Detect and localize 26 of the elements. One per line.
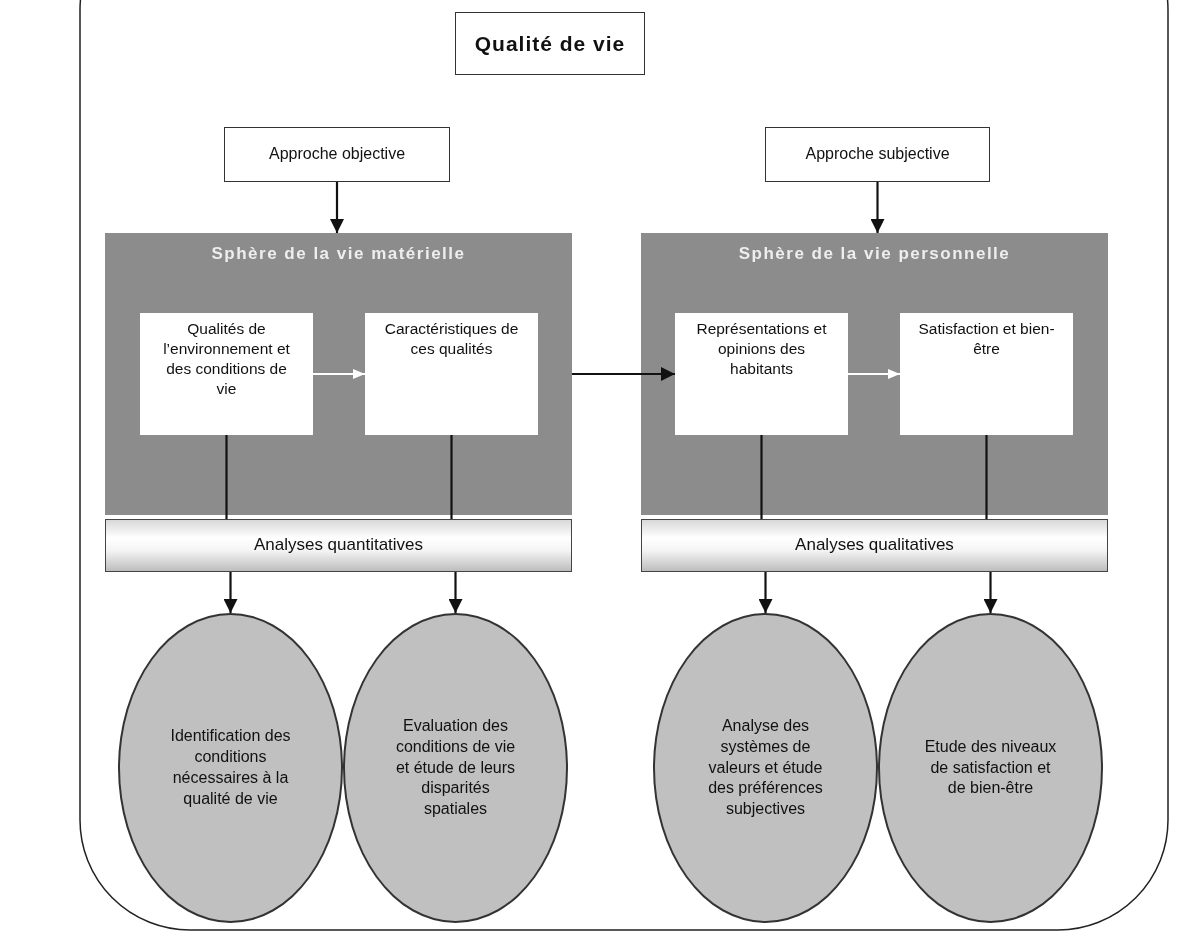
arrow [330, 182, 344, 233]
outcome-ellipse: Identification des conditions nécessaires à la qualité de vie [118, 613, 343, 923]
arrow [848, 369, 900, 379]
sphere-panel [105, 233, 572, 515]
approach-box: Approche subjective [765, 127, 990, 182]
sphere-heading: Sphère de la vie matérielle [211, 243, 466, 265]
process-box: Qualités de l’environnement et des conditions de vie [140, 313, 313, 435]
arrow [983, 572, 998, 613]
outcome-ellipse: Etude des niveaux de satisfaction et de bien-être [878, 613, 1103, 923]
sphere-heading: Sphère de la vie personnelle [738, 243, 1011, 265]
sphere-panel [641, 233, 1108, 515]
arrow [758, 572, 773, 613]
arrow [572, 367, 675, 381]
arrow [313, 369, 365, 379]
analysis-bar: Analyses quantitatives [105, 519, 572, 572]
outcome-ellipse: Evaluation des conditions de vie et étude de leurs disparités spatiales [343, 613, 568, 923]
arrow [448, 572, 463, 613]
process-box: Caractéristiques de ces qualités [365, 313, 538, 435]
outcome-ellipse: Analyse des systèmes de valeurs et étude des préférences subjectives [653, 613, 878, 923]
process-box: Satisfaction et bien-être [900, 313, 1073, 435]
approach-box: Approche objective [224, 127, 450, 182]
process-box: Représentations et opinions des habitants [675, 313, 848, 435]
title-box: Qualité de vie [455, 12, 645, 75]
analysis-bar: Analyses qualitatives [641, 519, 1108, 572]
arrow [223, 572, 238, 613]
arrow [870, 182, 885, 233]
